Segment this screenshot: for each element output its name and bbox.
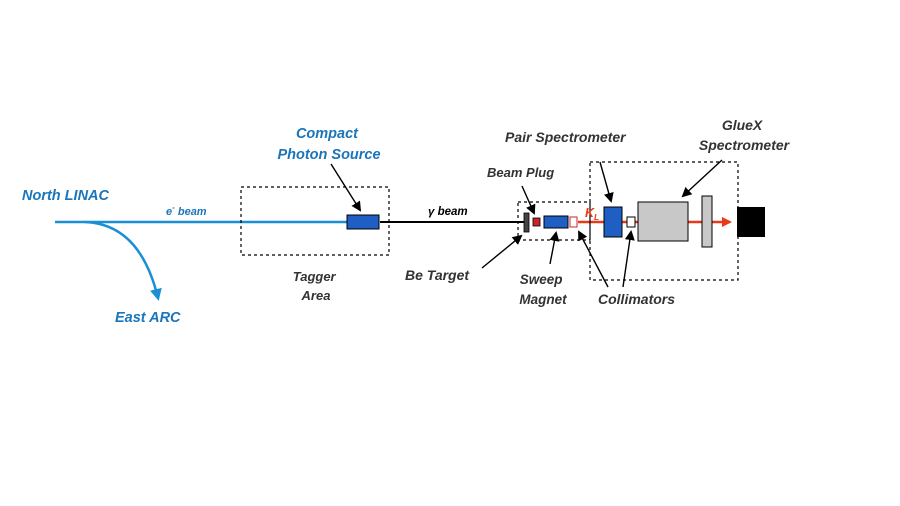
collimators-label: Collimators <box>598 291 675 307</box>
gluex-spectrometer-label: GlueX Spectrometer <box>699 117 791 153</box>
gluex-detector <box>637 201 689 242</box>
beam-plug <box>532 217 541 227</box>
pointer-compact-photon-source <box>330 163 362 212</box>
pair-spectrometer-label: Pair Spectrometer <box>505 129 627 145</box>
sweep-magnet <box>543 215 569 229</box>
pointer-sweep-magnet <box>549 231 560 265</box>
gamma-beam-label: γ beam <box>428 206 468 218</box>
pointer-be-target <box>481 234 523 269</box>
pointer-gluex <box>681 159 723 198</box>
north-linac-label: North LINAC <box>22 188 110 204</box>
sweep-magnet-label: Sweep Magnet <box>519 272 567 307</box>
compact-photon-source-label: Compact Photon Source <box>277 126 380 163</box>
be-target <box>523 212 530 233</box>
beam-dump <box>737 207 765 237</box>
kl-label: KL <box>585 206 599 222</box>
collimator-2 <box>626 216 636 228</box>
compact-photon-source <box>346 214 380 230</box>
be-target-label: Be Target <box>405 267 470 283</box>
pointer-collimator-1 <box>578 230 609 288</box>
east-arc-label: East ARC <box>115 310 181 326</box>
pointer-beam-plug <box>521 185 536 215</box>
e-beam-label: e- beam <box>166 203 207 218</box>
gluex-downstream-plate <box>701 195 713 248</box>
pointer-collimator-2 <box>622 230 635 288</box>
pointer-pair-spectrometer <box>599 161 614 203</box>
pair-spectrometer-magnet <box>603 206 623 238</box>
east-arc-curve <box>84 220 162 301</box>
beam-plug-label: Beam Plug <box>487 165 554 180</box>
tagger-area-box <box>240 186 390 256</box>
tagger-area-label: Tagger Area <box>293 269 339 303</box>
collimator-1 <box>569 216 578 228</box>
